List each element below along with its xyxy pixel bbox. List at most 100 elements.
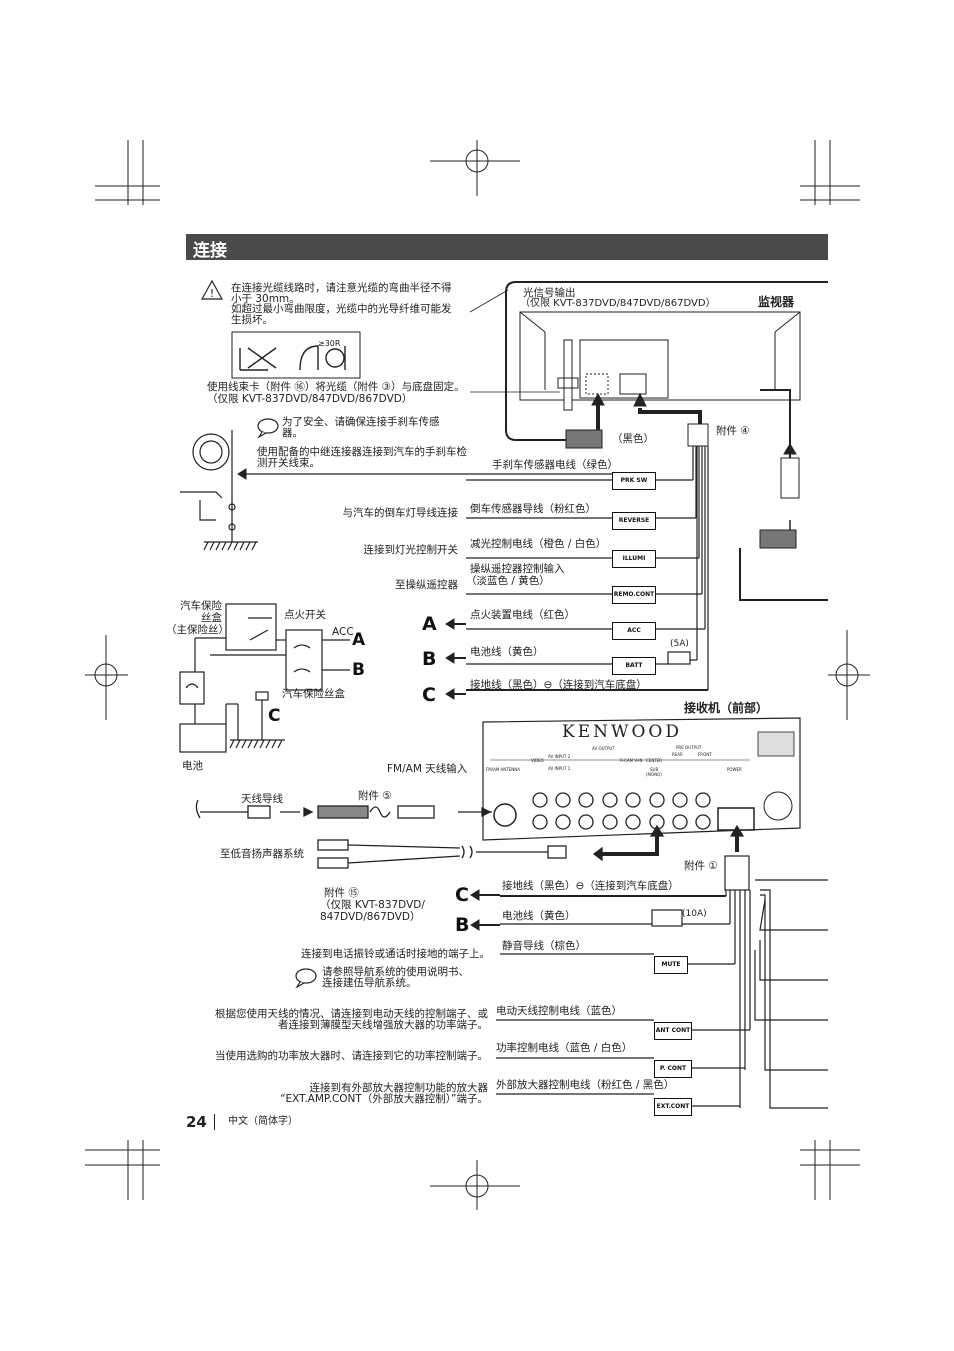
remo-desc: 至操纵遥控器: [395, 579, 458, 591]
ignition-switch-label: 点火开关: [284, 609, 326, 621]
monitor-outline: [505, 281, 828, 441]
nav-note-line2: 连接建伍导航系统。: [322, 977, 417, 989]
upper-harness: [240, 446, 709, 691]
illumi-wire-label: 减光控制电线（橙色 / 白色）: [470, 538, 607, 550]
ext-desc-line2: “EXT.AMP.CONT（外部放大器控制）”端子。: [280, 1093, 488, 1105]
ground-wire-label: 接地线（黑色）⊖（连接到汽车底盘）: [470, 679, 647, 691]
car-fuse-label: 汽车保险丝盒: [282, 688, 345, 700]
warning-icon: !: [200, 279, 224, 300]
panel-mono: (MONO): [646, 772, 662, 777]
panel-fm-am: FM/AM ANTENNA: [486, 767, 520, 772]
reverse-desc: 与汽车的倒车灯导线连接: [342, 507, 459, 519]
accessory1-label: 附件 ①: [684, 860, 718, 872]
tag-p-cont: P. CONT: [654, 1060, 692, 1078]
black-label: （黑色）: [612, 433, 654, 445]
letter-c-lower: C: [455, 884, 469, 906]
relay-note-line1: 使用配备的中继连接器连接到汽车的手刹车检: [257, 446, 467, 458]
leader-line: [469, 289, 509, 313]
note-icon-lower: [295, 968, 317, 989]
ext-wire-label: 外部放大器控制电线（粉红色 / 黑色）: [496, 1079, 675, 1091]
subwoofer-label: 至低音扬声器系统: [220, 848, 304, 860]
tag-reverse: REVERSE: [612, 512, 656, 530]
lower-ground-label: 接地线（黑色）⊖（连接到汽车底盘）: [502, 880, 679, 892]
svg-text:!: !: [210, 287, 214, 300]
panel-sub: SUB: [650, 767, 659, 772]
panel-center: CENTER: [646, 758, 663, 763]
section-title-bar: [186, 234, 828, 260]
tag-mute: MUTE: [654, 956, 688, 974]
warning-line1: 在连接光缆线路时，请注意光缆的弯曲半径不得: [231, 282, 452, 294]
warning-line4: 生损坏。: [231, 314, 273, 326]
tag-batt: BATT: [612, 657, 656, 675]
accessory5-label: 附件 ⑤: [358, 790, 392, 802]
lower-batt-label: 电池线（黄色）: [502, 910, 576, 922]
monitor-title: 监视器: [758, 295, 795, 309]
page-number: 24: [186, 1113, 207, 1131]
tag-illumi: ILLUMI: [612, 550, 656, 568]
warning-line3: 如超过最小弯曲限度，光缆中的光导纤维可能发: [231, 303, 452, 315]
fm-am-input-label: FM/AM 天线输入: [387, 763, 468, 775]
panel-rcam: R-CAM V-IN: [620, 758, 643, 763]
tag-prk-sw: PRK SW: [612, 472, 656, 490]
fuse-box-label3: （主保险丝）: [166, 624, 229, 636]
pcont-desc: 当使用选购的功率放大器时、请连接到它的功率控制端子。: [215, 1050, 488, 1062]
relay-note-line2: 测开关线束。: [257, 457, 320, 469]
letter-b-fuse: B: [352, 660, 365, 680]
panel-rear: REAR: [672, 752, 683, 757]
warning-line2: 小于 30mm。: [231, 293, 300, 305]
panel-video: VIDEO: [531, 758, 544, 763]
panel-av-input1: AV INPUT 1: [548, 766, 571, 771]
optical-out-label: 光信号输出: [523, 287, 576, 299]
acc-wire-label: 点火装置电线（红色）: [470, 609, 575, 621]
antenna-cables: [195, 799, 665, 869]
batt-wire-label: 电池线（黄色）: [470, 646, 544, 658]
panel-front: FRONT: [698, 752, 712, 757]
tag-acc: ACC: [612, 622, 656, 640]
accessory15-label: 附件 ⑮: [324, 887, 359, 899]
page-language: 中文（简体字）: [228, 1116, 298, 1127]
accessory15-models2: 847DVD/867DVD）: [320, 911, 421, 923]
optical-out-models: （仅限 KVT-837DVD/847DVD/867DVD）: [520, 298, 716, 309]
battery-label: 电池: [182, 760, 203, 772]
letter-b-lower: B: [455, 914, 470, 936]
footer-divider: [214, 1114, 215, 1130]
letter-c-ground: C: [268, 706, 281, 726]
clamp-note-line1: 使用线束卡（附件 ⑯）将光缆（附件 ③）与底盘固定。: [207, 381, 465, 393]
fuse-5a-label: (5A): [670, 639, 689, 649]
rca-jacks: [532, 792, 711, 830]
optical-cable: [557, 339, 828, 601]
fuse-box-label2: 丝盒: [201, 612, 222, 624]
parking-brake-illustration: [180, 430, 258, 551]
fuse-circuit: [179, 603, 350, 753]
letter-a: A: [422, 613, 437, 635]
illumi-desc: 连接到灯光控制开关: [363, 544, 459, 556]
parking-wire-label: 手刹车传感器电线（绿色）: [492, 459, 618, 471]
letter-c: C: [422, 684, 436, 706]
remo-wire-label2: （淡蓝色 / 黄色）: [466, 575, 550, 587]
ext-desc-line1: 连接到有外部放大器控制功能的放大器: [309, 1082, 489, 1094]
accessory15-models1: （仅限 KVT-837DVD/: [320, 899, 425, 911]
tag-ant-cont: ANT CONT: [654, 1022, 692, 1040]
letter-arrows-upper: [237, 468, 500, 931]
note-icon: [257, 418, 279, 439]
panel-pre-output: PRE OUTPUT: [676, 745, 702, 750]
acc-label: ACC: [332, 626, 354, 638]
pcont-wire-label: 功率控制电线（蓝色 / 白色）: [496, 1042, 633, 1054]
receiver-title: 接收机（前部）: [684, 701, 769, 715]
reverse-wire-label: 倒车传感器导线（粉红色）: [470, 503, 596, 515]
section-title: 连接: [193, 241, 227, 261]
ant-wire-label: 电动天线控制电线（蓝色）: [496, 1005, 622, 1017]
bend-radius-illustration: [231, 331, 361, 379]
panel-av-output: AV OUTPUT: [592, 746, 615, 751]
mute-wire-label: 静音导线（棕色）: [502, 940, 586, 952]
accessory4-label: 附件 ④: [716, 425, 750, 437]
lower-harness: [496, 824, 828, 1109]
tag-ext-cont: EXT.CONT: [654, 1098, 692, 1116]
tag-remo: REMO.CONT: [612, 586, 656, 604]
kenwood-logo: KENWOOD: [562, 722, 682, 742]
remo-wire-label1: 操纵遥控器控制输入: [470, 563, 565, 575]
clamp-note-line2: （仅限 KVT-837DVD/847DVD/867DVD）: [207, 393, 413, 405]
antenna-cable-label: 天线导线: [241, 793, 283, 805]
ant-desc-line2: 者连接到薄膜型天线增强放大器的功率端子。: [278, 1019, 488, 1031]
